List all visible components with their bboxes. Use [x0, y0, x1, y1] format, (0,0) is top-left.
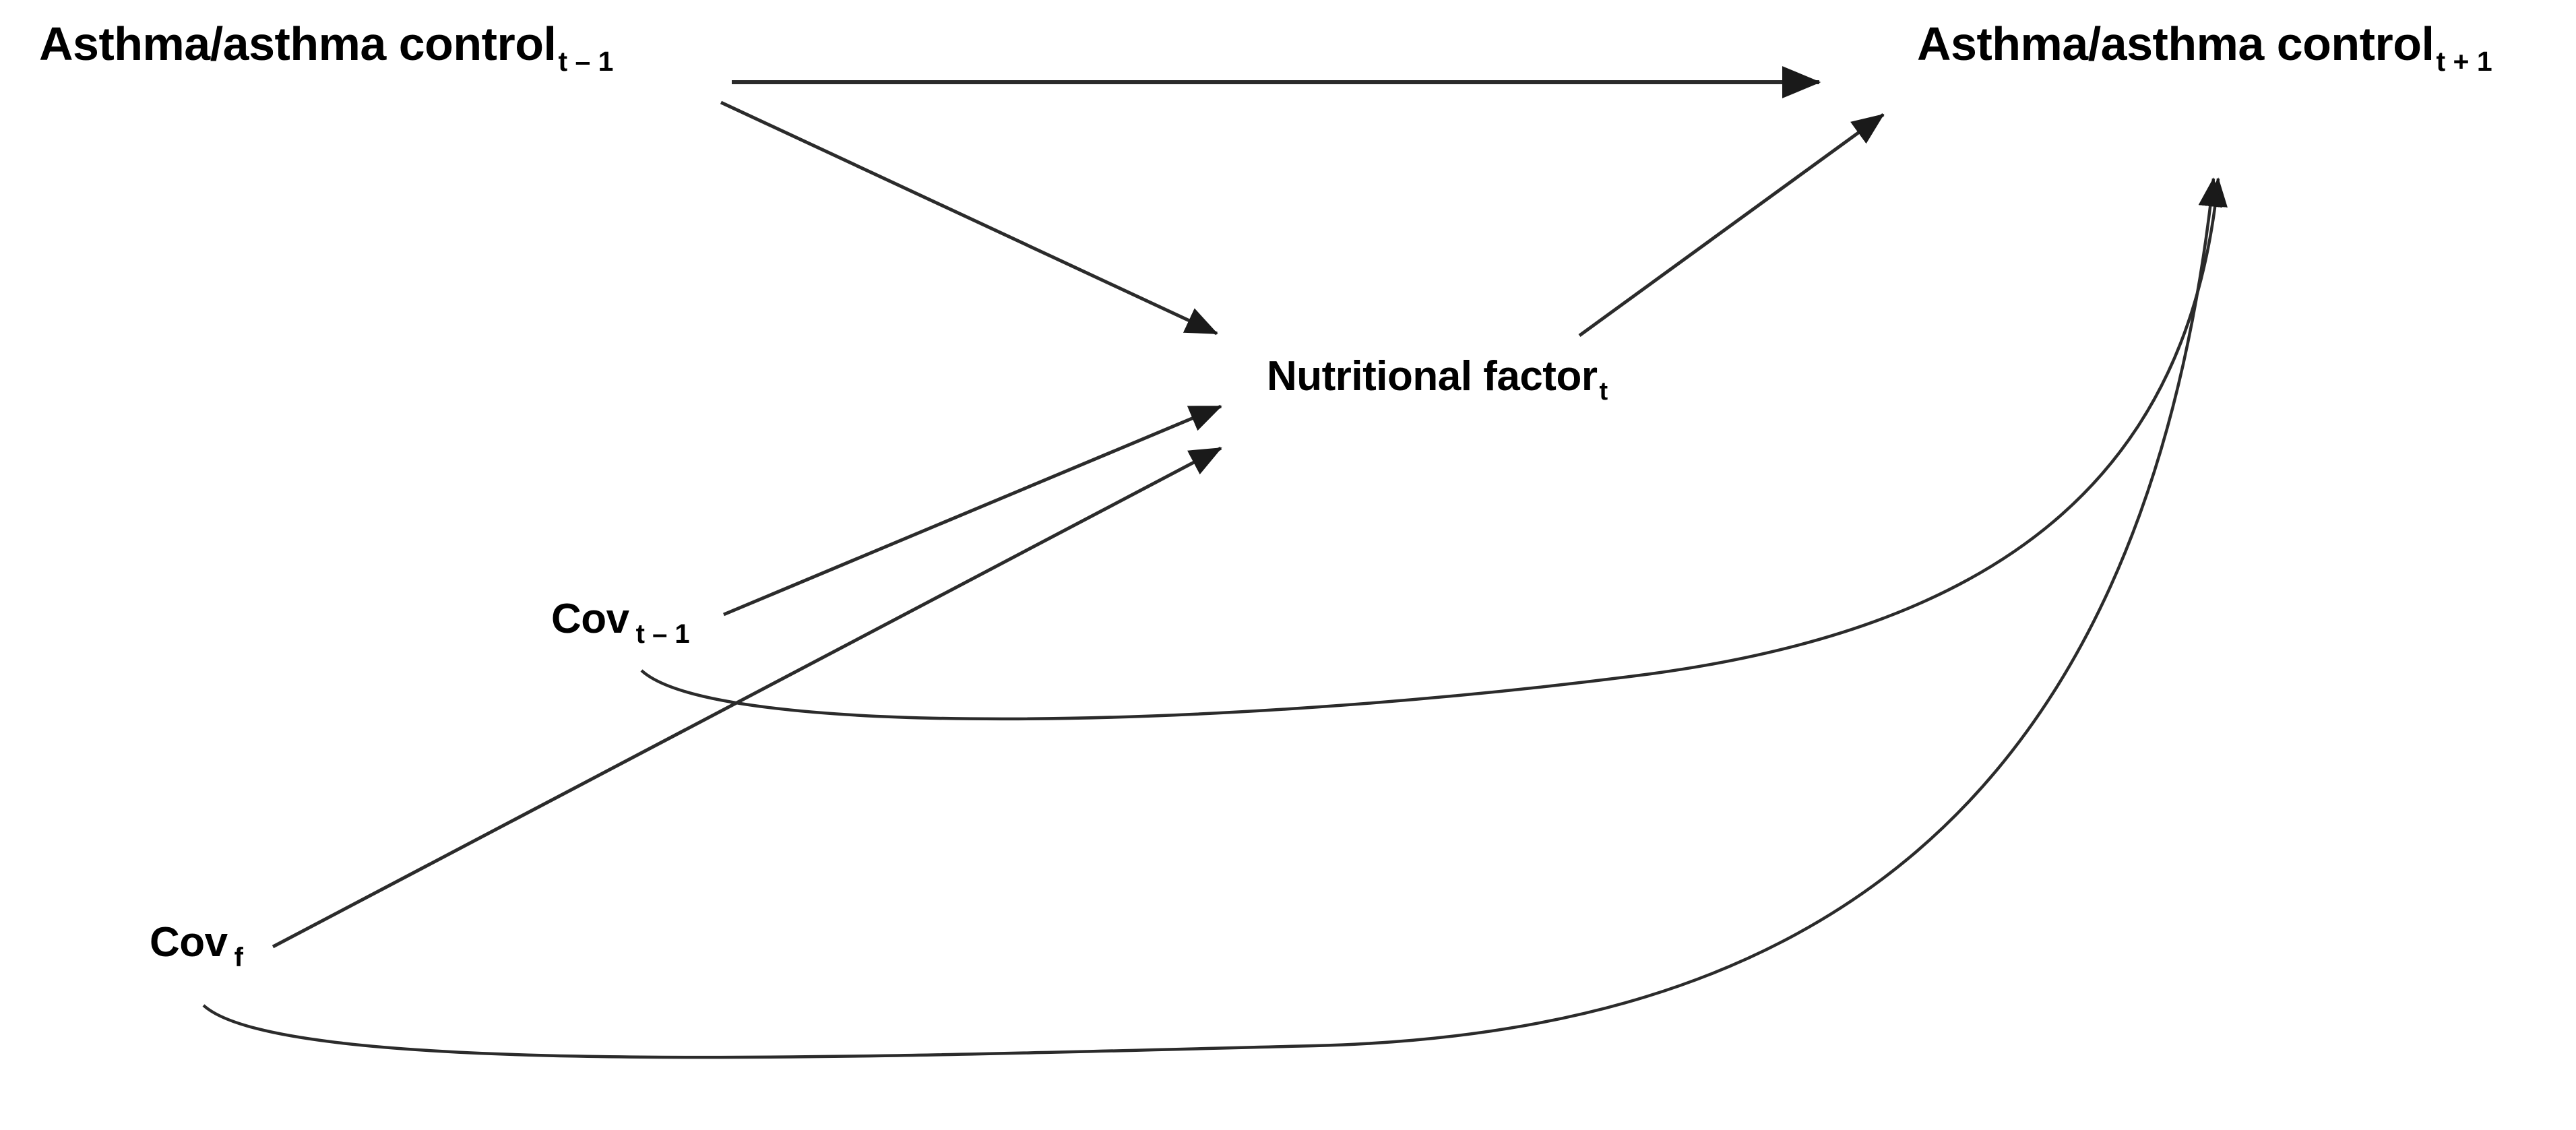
edge-cov-f-to-asthma-next	[202, 177, 2223, 1059]
node-label-subscript: f	[234, 943, 243, 972]
node-label-base: Asthma/asthma control	[1917, 18, 2434, 70]
node-label-subscript: t	[1599, 377, 1608, 406]
node-label-subscript: t – 1	[635, 619, 690, 649]
node-label-subscript: t – 1	[558, 46, 614, 77]
node-label-base: Nutritional factor	[1267, 353, 1598, 400]
edge-cov-prev-to-nutritional	[723, 404, 1222, 617]
node-asthma-control-previous: Asthma/asthma controlt – 1	[39, 18, 613, 75]
edge-cov-prev-to-asthma-next	[640, 177, 2228, 721]
edge-nutritional-to-asthma-next	[1578, 113, 1885, 338]
node-label-base: Cov	[551, 596, 629, 642]
node-label-subscript: t + 1	[2436, 46, 2492, 77]
edge-asthma-prev-to-nutritional	[720, 100, 1218, 336]
node-label-base: Asthma/asthma control	[39, 18, 557, 70]
node-label-base: Cov	[150, 919, 228, 966]
node-asthma-control-next: Asthma/asthma controlt + 1	[1917, 18, 2492, 75]
node-nutritional-factor: Nutritional factort	[1267, 353, 1608, 405]
edge-cov-f-to-nutritional	[272, 446, 1222, 949]
